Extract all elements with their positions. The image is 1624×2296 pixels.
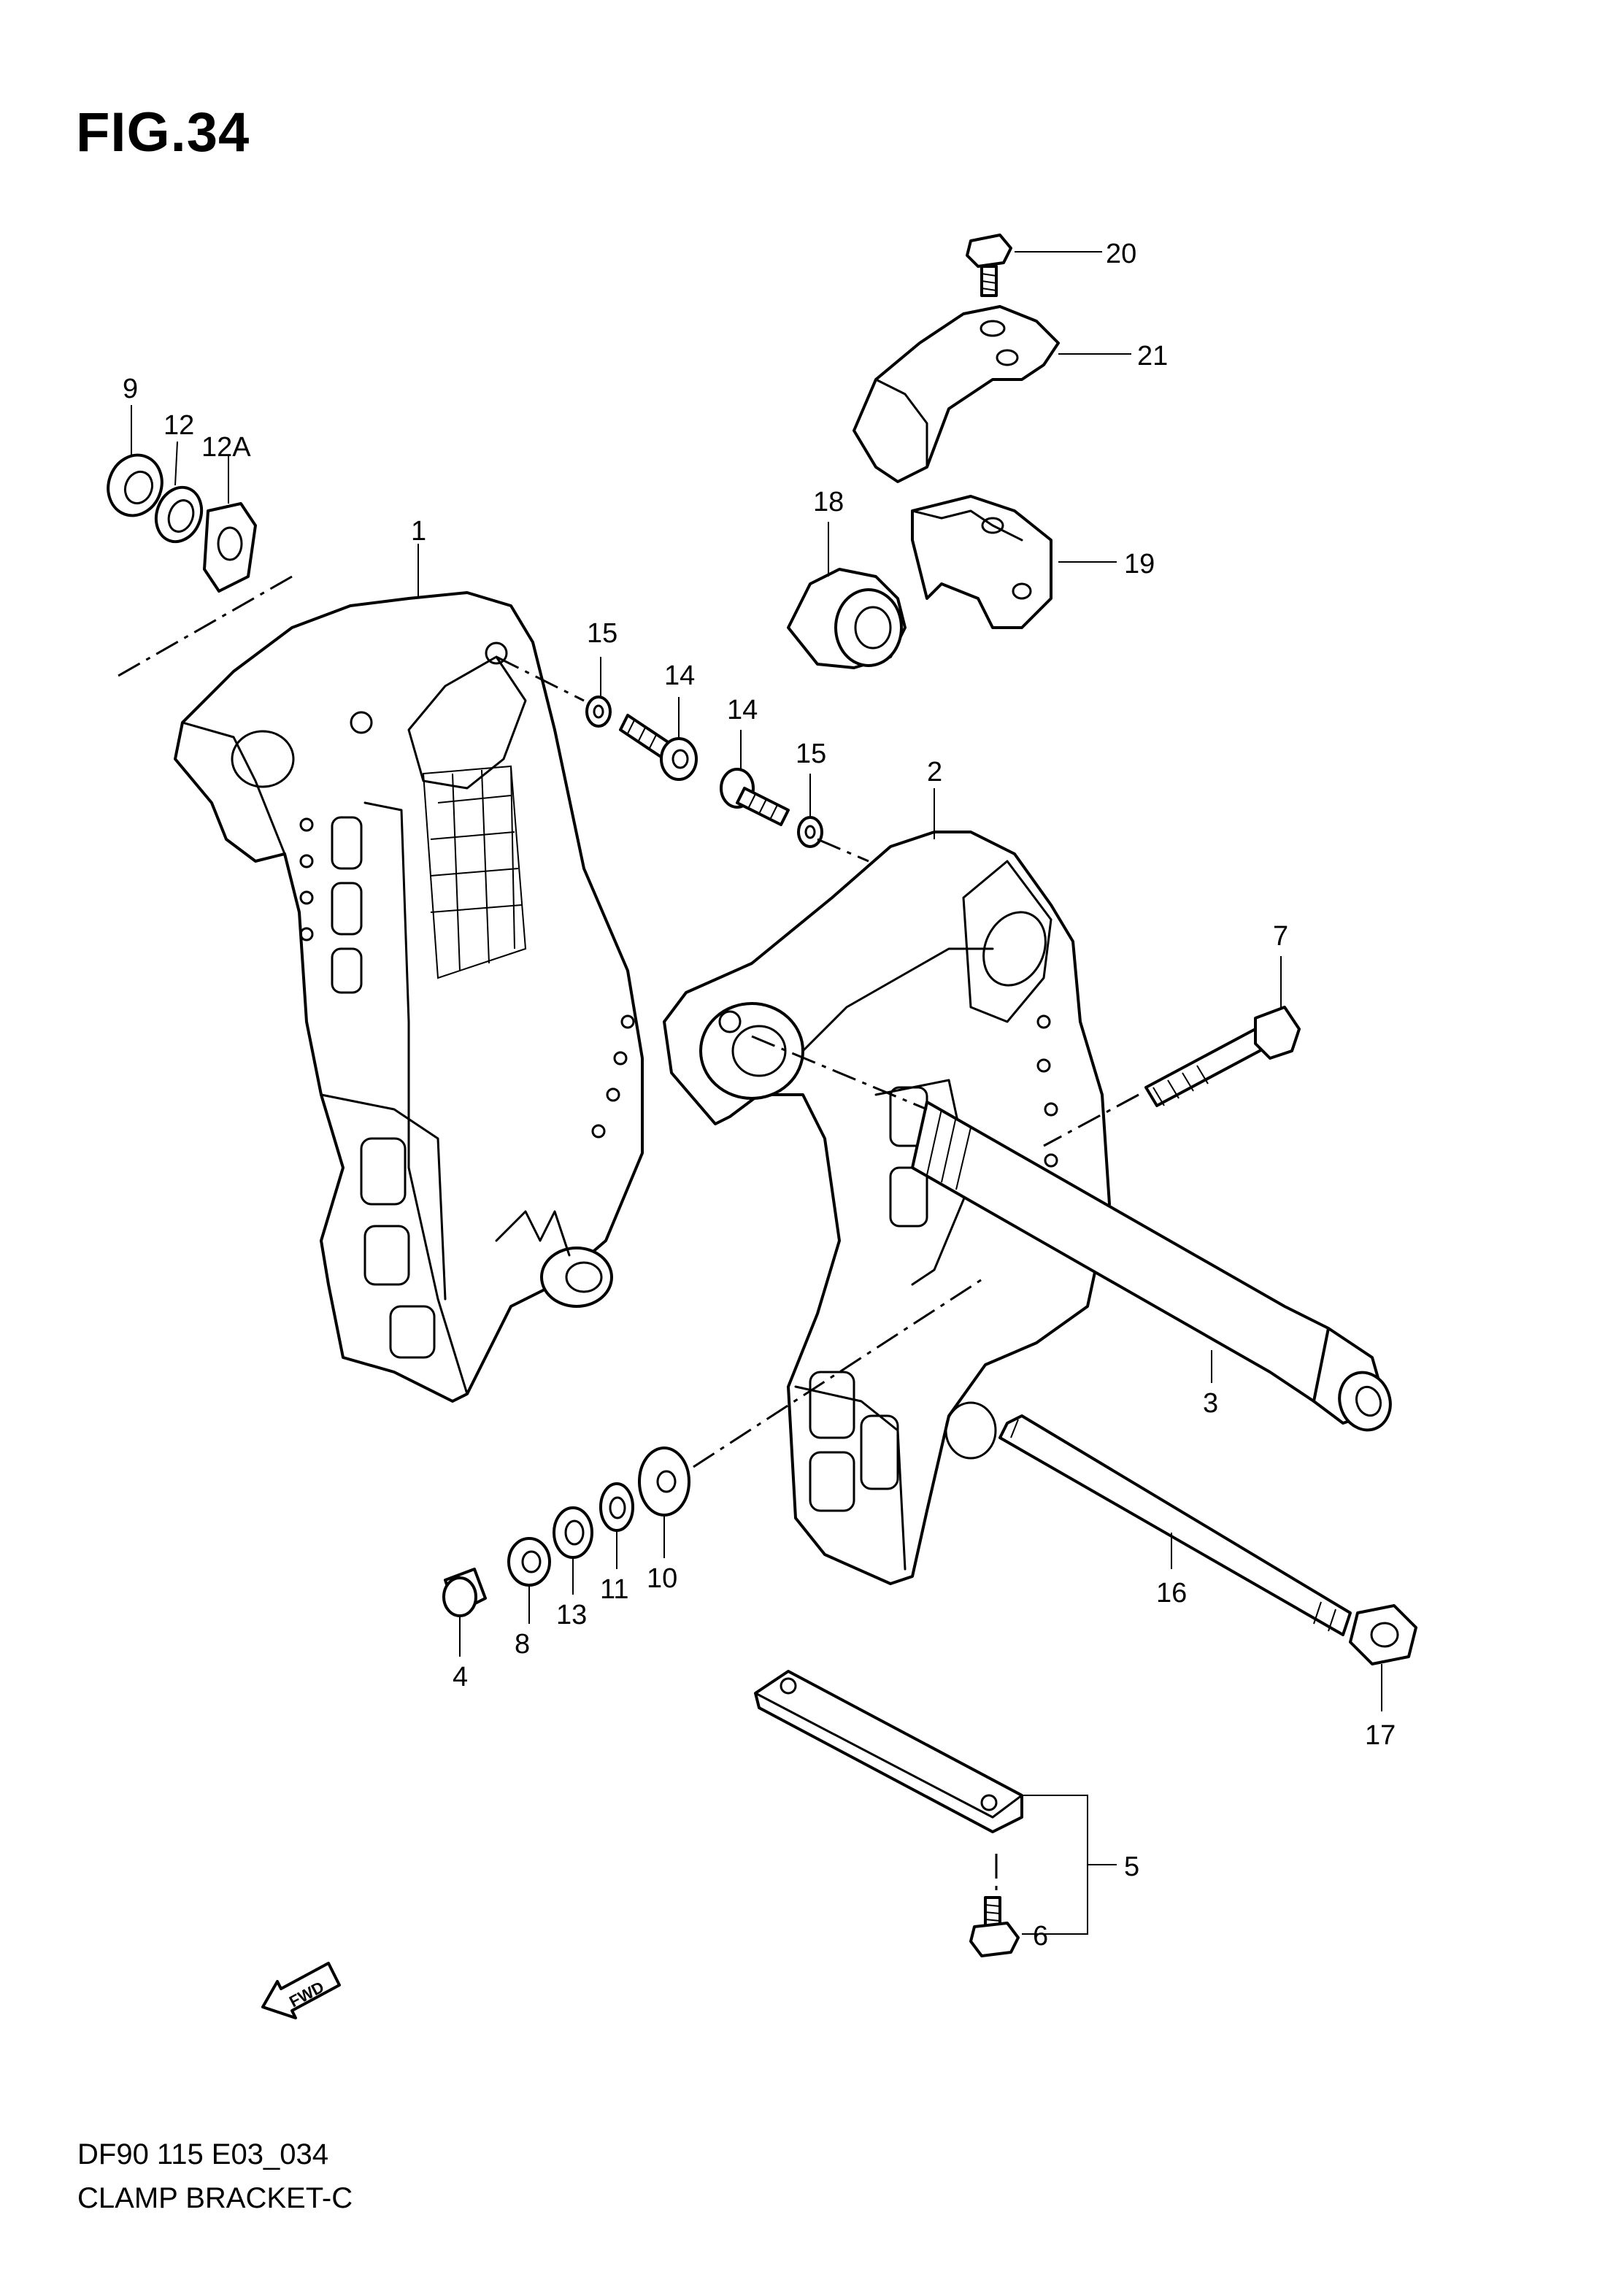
callout-6: 6	[1033, 1921, 1048, 1952]
washer-11	[599, 1482, 634, 1532]
bolt-6	[969, 1896, 1020, 1957]
callout-10: 10	[647, 1563, 677, 1594]
assembly-centerlines	[112, 575, 1139, 1898]
model-code: DF90 115 E03_034	[77, 2138, 328, 2170]
washer-15-left	[585, 696, 612, 728]
callout-14-right: 14	[727, 695, 758, 725]
clamp-bracket-left	[174, 591, 644, 1403]
clamp-bracket-right	[663, 831, 1111, 1585]
callout-7: 7	[1273, 921, 1288, 952]
bushing-18	[787, 568, 907, 669]
callout-18: 18	[813, 487, 844, 517]
callout-20: 20	[1106, 239, 1136, 269]
callout-11: 11	[600, 1574, 628, 1605]
screw-14-right	[720, 768, 790, 826]
section-name: CLAMP BRACKET-C	[77, 2182, 353, 2214]
washer-13	[553, 1506, 593, 1559]
callout-15-left: 15	[587, 618, 617, 649]
callout-19: 19	[1124, 549, 1155, 579]
callout-13: 13	[556, 1600, 587, 1630]
callout-leaders	[131, 251, 1382, 1935]
bolt-20	[966, 234, 1012, 297]
plate-12a	[203, 502, 257, 593]
callout-21: 21	[1137, 341, 1168, 371]
oil-seal-9	[107, 453, 163, 517]
callout-14-left: 14	[664, 660, 695, 691]
tilt-tube	[911, 1101, 1392, 1432]
callout-3: 3	[1203, 1388, 1218, 1419]
washer-12	[154, 485, 204, 544]
fwd-arrow-icon: FWD	[261, 1962, 341, 2019]
through-bolt	[998, 1414, 1417, 1665]
screw-14-left	[619, 714, 698, 781]
cover-21	[853, 305, 1060, 483]
washer-10	[638, 1446, 690, 1517]
collar-4	[442, 1568, 487, 1617]
callout-16: 16	[1156, 1578, 1187, 1609]
callout-4: 4	[453, 1662, 468, 1692]
callout-12a: 12A	[201, 432, 251, 463]
callout-1: 1	[411, 516, 426, 547]
figure-title: FIG.34	[76, 101, 250, 163]
callout-labels: 9 12 12A 1 15 14 14 15 2 7 3 16 17 18 19…	[123, 239, 1396, 1952]
callout-17: 17	[1365, 1720, 1396, 1751]
bolt-7	[1144, 1006, 1301, 1107]
callout-9: 9	[123, 374, 138, 404]
callout-12: 12	[163, 410, 194, 441]
washer-15-right	[797, 816, 823, 848]
callout-15-right: 15	[796, 739, 826, 769]
callout-5: 5	[1124, 1852, 1139, 1882]
nut-8	[507, 1537, 551, 1587]
callout-2: 2	[927, 757, 942, 787]
anode-plate-5	[754, 1670, 1023, 1833]
holder-19	[911, 495, 1052, 629]
callout-8: 8	[515, 1629, 530, 1660]
